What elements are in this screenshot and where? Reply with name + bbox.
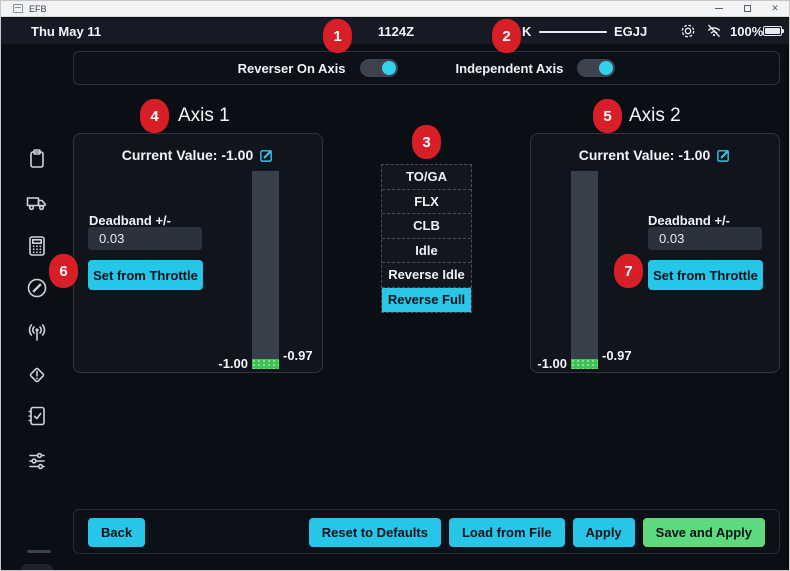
annotation-badge-1: 1: [323, 19, 352, 53]
maximize-button[interactable]: [733, 1, 761, 16]
independent-axis-label: Independent Axis: [455, 60, 564, 76]
sidebar-item-radio[interactable]: [25, 320, 49, 344]
annotation-badge-5: 5: [593, 99, 622, 133]
axis2-current-value: Current Value: -1.00: [578, 147, 711, 163]
edit-icon[interactable]: [716, 148, 731, 163]
close-button[interactable]: ✕: [761, 1, 789, 16]
wifi-off-icon: [706, 23, 722, 42]
axis1-set-from-throttle-button[interactable]: Set from Throttle: [88, 260, 203, 290]
axis2-deadband-range: [571, 359, 598, 369]
axis2-set-from-throttle-button[interactable]: Set from Throttle: [648, 260, 763, 290]
status-date: Thu May 11: [31, 24, 102, 39]
warning-diamond-icon: [25, 363, 49, 387]
sidebar-divider: [27, 550, 51, 553]
annotation-badge-7: 7: [614, 254, 643, 288]
sidebar-item-navigation[interactable]: [25, 276, 49, 300]
detent-idle[interactable]: Idle: [382, 239, 471, 263]
destination-airport-code: EGJJ: [614, 24, 648, 39]
axis1-deadband-range: [252, 359, 279, 369]
axis-options-bar: Reverser On Axis Independent Axis: [73, 51, 780, 85]
battery-percent: 100%: [730, 24, 764, 39]
status-time-utc: 1124Z: [377, 24, 415, 39]
annotation-badge-4: 4: [140, 99, 169, 133]
detent-toga[interactable]: TO/GA: [382, 165, 471, 190]
origin-airport-code: K: [522, 24, 532, 39]
back-button[interactable]: Back: [88, 518, 146, 547]
axis2-throttle-bar: [571, 171, 598, 369]
detent-reverse-full[interactable]: Reverse Full: [382, 287, 471, 312]
axis1-title: Axis 1: [178, 105, 230, 126]
reverser-on-axis-toggle[interactable]: [359, 59, 398, 77]
sidebar-item-settings-sliders[interactable]: [25, 449, 49, 473]
antenna-icon: [25, 320, 49, 344]
status-bar: Thu May 11 1124Z K EGJJ 100%: [1, 18, 789, 44]
footer-action-bar: Back Reset to Defaults Load from File Ap…: [73, 509, 780, 554]
minimize-button[interactable]: [705, 1, 733, 16]
detent-flx[interactable]: FLX: [382, 190, 471, 214]
axis2-bar-value-label: -0.97: [602, 348, 632, 363]
axis2-title: Axis 2: [629, 105, 681, 126]
compass-icon: [25, 276, 49, 300]
battery-icon: [763, 26, 784, 36]
axis2-deadband-label: Deadband +/-: [648, 213, 730, 228]
edit-icon[interactable]: [259, 148, 274, 163]
axis2-deadband-input[interactable]: [648, 227, 762, 250]
clipboard-icon: [25, 147, 49, 171]
maximize-icon: [743, 5, 751, 12]
window-title: EFB: [29, 3, 47, 14]
axis1-panel: Current Value: -1.00 Deadband +/- Set fr…: [73, 133, 323, 373]
notebook-check-icon: [25, 404, 49, 428]
axis1-bar-value-label: -0.97: [283, 348, 313, 363]
axis1-deadband-input[interactable]: [88, 227, 202, 250]
annotation-badge-6: 6: [49, 254, 78, 288]
axis1-bar-min-label: -1.00: [218, 356, 248, 371]
axis1-current-value: Current Value: -1.00: [121, 147, 254, 163]
sidebar-settings-button[interactable]: [21, 564, 53, 570]
detent-reverse-idle[interactable]: Reverse Idle: [382, 263, 471, 288]
detent-clb[interactable]: CLB: [382, 214, 471, 239]
truck-icon: [25, 190, 49, 214]
sidebar-item-failures[interactable]: [25, 363, 49, 387]
toggle-knob: [381, 61, 396, 75]
reset-to-defaults-button[interactable]: Reset to Defaults: [308, 518, 441, 547]
sliders-icon: [25, 449, 49, 473]
sidebar-nav: [1, 44, 71, 570]
sidebar-item-calculator[interactable]: [25, 234, 49, 258]
toggle-knob: [599, 61, 614, 75]
reverser-on-axis-label: Reverser On Axis: [237, 60, 346, 76]
axis2-bar-min-label: -1.00: [537, 356, 567, 371]
app-icon: [13, 4, 23, 13]
sidebar-item-checklists[interactable]: [25, 404, 49, 428]
annotation-badge-3: 3: [412, 125, 441, 159]
window-titlebar: EFB ✕: [1, 1, 789, 17]
flight-progress-line: [539, 31, 607, 33]
save-and-apply-button[interactable]: Save and Apply: [642, 518, 765, 547]
sidebar-item-clipboard[interactable]: [25, 147, 49, 171]
gear-icon: [27, 568, 47, 570]
sidebar-item-ground-services[interactable]: [25, 190, 49, 214]
close-icon: ✕: [771, 3, 779, 13]
apply-button[interactable]: Apply: [572, 518, 635, 547]
annotation-badge-2: 2: [492, 19, 521, 53]
minimize-icon: [715, 8, 723, 9]
axis1-throttle-bar: [252, 171, 279, 369]
calculator-icon: [25, 234, 49, 258]
independent-axis-toggle[interactable]: [577, 59, 616, 77]
axis2-panel: Current Value: -1.00 Deadband +/- Set fr…: [530, 133, 780, 373]
gear-icon[interactable]: [680, 23, 696, 42]
detent-list: TO/GA FLX CLB Idle Reverse Idle Reverse …: [381, 164, 472, 313]
load-from-file-button[interactable]: Load from File: [448, 518, 565, 547]
axis1-deadband-label: Deadband +/-: [89, 213, 171, 228]
